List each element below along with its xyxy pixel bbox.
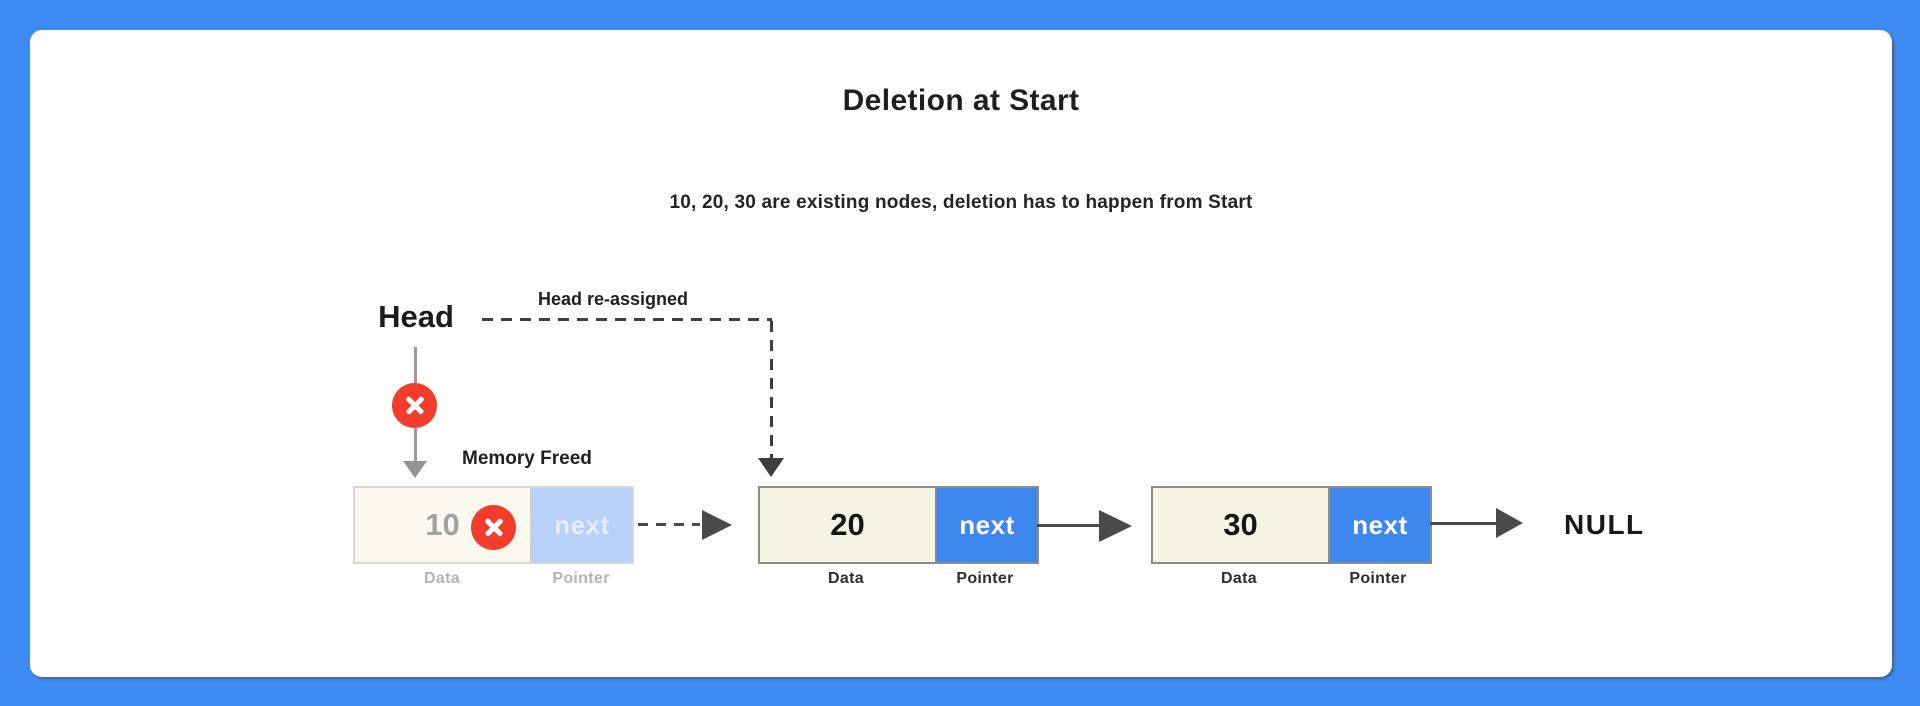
null-terminator-label: NULL — [1564, 509, 1645, 540]
link-arrowhead-20-30-icon — [1099, 510, 1132, 542]
page-title: Deletion at Start — [842, 84, 1080, 117]
node-10-data-caption: Data — [424, 570, 460, 587]
linked-list-node-30: 30 next — [1151, 486, 1432, 564]
node-20-pointer-cell: next — [935, 488, 1037, 562]
node-30-next-label: next — [1352, 509, 1408, 540]
head-delete-x-icon — [392, 383, 437, 428]
reassign-dashed-line-vertical — [770, 321, 773, 458]
node-30-value: 30 — [1223, 507, 1258, 542]
node-30-pointer-caption: Pointer — [1349, 570, 1407, 587]
dashed-link-line — [638, 523, 700, 526]
node-30-data-caption: Data — [1221, 570, 1257, 587]
link-line-30-null — [1430, 522, 1496, 525]
dashed-link-arrowhead-icon — [702, 510, 732, 540]
node-30-data-cell: 30 — [1153, 488, 1328, 562]
node-10-value: 10 — [425, 507, 460, 542]
diagram-card: Deletion at Start 10, 20, 30 are existin… — [30, 30, 1892, 677]
head-arrowhead-icon — [403, 461, 427, 478]
node-30-pointer-cell: next — [1328, 488, 1430, 562]
page-subtitle: 10, 20, 30 are existing nodes, deletion … — [669, 192, 1253, 213]
head-reassigned-label: Head re-assigned — [537, 289, 689, 309]
node-20-next-label: next — [959, 509, 1015, 540]
node-20-data-cell: 20 — [760, 488, 935, 562]
reassign-dashed-line-horizontal — [482, 318, 772, 321]
head-arrow-line-upper — [414, 347, 417, 383]
node-10-pointer-caption: Pointer — [552, 570, 610, 587]
head-arrow-line-lower — [414, 428, 417, 461]
node-10-next-label: next — [554, 509, 610, 540]
reassign-arrowhead-icon — [758, 458, 784, 477]
memory-freed-label: Memory Freed — [462, 448, 592, 469]
node-20-value: 20 — [830, 507, 865, 542]
linked-list-node-10: 10 next — [353, 486, 634, 564]
node-10-delete-x-icon — [471, 505, 516, 550]
link-line-20-30 — [1037, 524, 1099, 527]
node-20-data-caption: Data — [828, 570, 864, 587]
linked-list-node-20: 20 next — [758, 486, 1039, 564]
node-20-pointer-caption: Pointer — [956, 570, 1014, 587]
link-arrowhead-30-null-icon — [1496, 508, 1523, 538]
node-10-pointer-cell: next — [530, 488, 632, 562]
head-label: Head — [378, 299, 454, 334]
